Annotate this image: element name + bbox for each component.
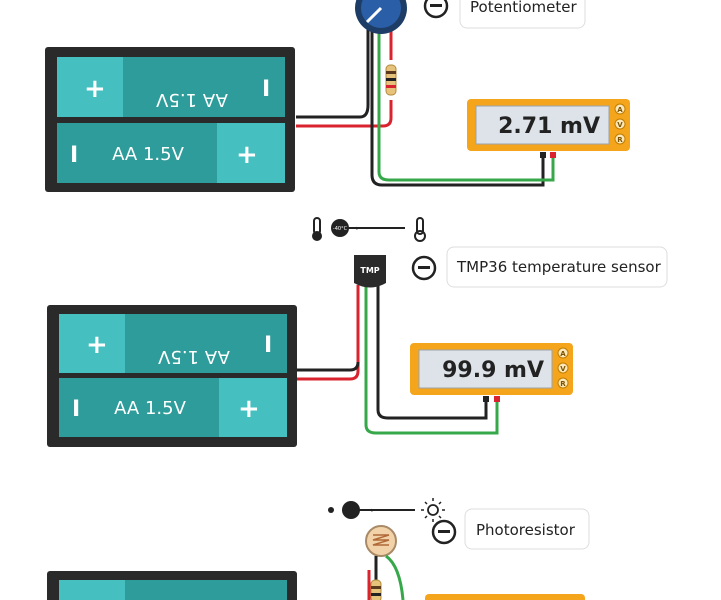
battery-pack[interactable]: + AA 1.5V I I AA 1.5V + xyxy=(45,47,295,192)
tmp36-tag[interactable]: TMP36 temperature sensor xyxy=(411,246,668,288)
potentiometer-circuit: + AA 1.5V I I AA 1.5V + 2.71 mV A V R xyxy=(45,0,630,192)
light-slider[interactable]: ➝ xyxy=(328,498,445,522)
wire-black xyxy=(376,285,488,420)
battery-label: AA 1.5V xyxy=(114,398,186,419)
potentiometer-knob[interactable] xyxy=(355,0,407,34)
photoresistor[interactable] xyxy=(365,525,397,557)
multimeter-mode-a[interactable]: A xyxy=(617,106,623,114)
wire-green xyxy=(377,30,555,182)
remove-circle-icon[interactable] xyxy=(423,0,449,19)
wire-red xyxy=(296,285,360,381)
battery-pack[interactable] xyxy=(47,571,297,600)
photoresistor-tag[interactable]: Photoresistor xyxy=(431,508,590,550)
multimeter-mode-v[interactable]: V xyxy=(560,365,566,373)
chip-text: TMP xyxy=(360,266,379,275)
battery-minus-sign: I xyxy=(70,143,78,168)
multimeter-reading: 99.9 mV xyxy=(442,358,544,383)
multimeter[interactable]: 2.71 mV A V R xyxy=(467,99,630,158)
temperature-slider[interactable]: -40°C ➝ xyxy=(312,217,426,242)
battery-plus-sign: + xyxy=(236,140,258,170)
multimeter[interactable]: 99.9 mV A V R xyxy=(410,343,573,402)
wire-black xyxy=(370,30,545,187)
wire-black xyxy=(296,20,370,119)
multimeter[interactable] xyxy=(425,594,585,600)
svg-text:➝: ➝ xyxy=(367,506,374,515)
battery-pack[interactable]: + AA 1.5V I I AA 1.5V + xyxy=(47,305,297,447)
battery-plus-sign: + xyxy=(84,74,106,104)
battery-label-flipped: AA 1.5V xyxy=(155,89,227,110)
resistor[interactable] xyxy=(385,64,397,96)
component-label: Photoresistor xyxy=(476,521,576,539)
battery-plus-sign: + xyxy=(238,394,260,424)
wire-green xyxy=(385,554,405,600)
photoresistor-circuit: ➝ xyxy=(47,498,590,600)
battery-minus-sign: I xyxy=(262,77,270,102)
thermometer-icon xyxy=(414,217,426,242)
battery-label: AA 1.5V xyxy=(112,144,184,165)
wire-red xyxy=(296,100,393,128)
svg-text:➝: ➝ xyxy=(352,224,359,233)
battery-plus-sign: + xyxy=(86,330,108,360)
slider-readout: -40°C xyxy=(333,226,348,232)
multimeter-mode-a[interactable]: A xyxy=(560,350,566,358)
multimeter-mode-v[interactable]: V xyxy=(617,121,623,129)
battery-label-flipped: AA 1.5V xyxy=(157,346,229,367)
resistor[interactable] xyxy=(370,579,382,600)
potentiometer-tag[interactable]: Potentiometer xyxy=(423,0,586,29)
component-label: TMP36 temperature sensor xyxy=(456,258,662,276)
multimeter-reading: 2.71 mV xyxy=(498,114,600,139)
tmp36-sensor[interactable]: TMP xyxy=(354,255,386,288)
multimeter-mode-r[interactable]: R xyxy=(617,136,623,144)
component-label: Potentiometer xyxy=(470,0,577,16)
wire-green xyxy=(364,285,499,435)
battery-minus-sign: I xyxy=(72,397,80,422)
wire-black xyxy=(296,361,360,372)
battery-minus-sign: I xyxy=(264,333,272,358)
tmp36-circuit: -40°C ➝ TMP TMP36 temperature sensor xyxy=(47,217,668,447)
thermometer-icon xyxy=(312,217,322,241)
sun-icon xyxy=(421,498,445,522)
moon-dot-icon xyxy=(328,507,334,513)
multimeter-mode-r[interactable]: R xyxy=(560,380,566,388)
